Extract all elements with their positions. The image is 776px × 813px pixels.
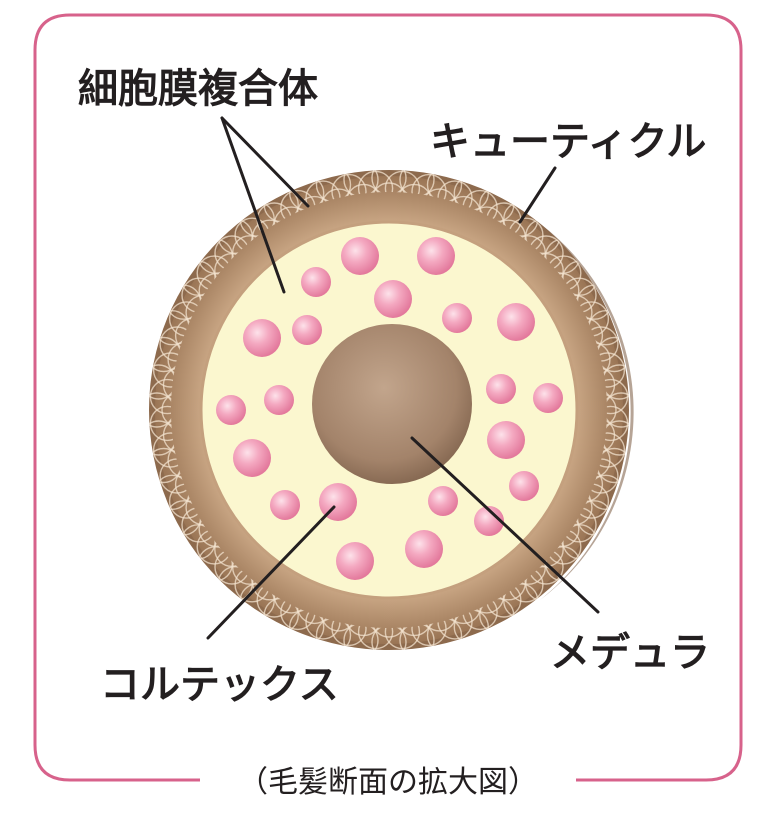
cortex-granule	[374, 280, 412, 318]
cortex-granule	[216, 395, 246, 425]
leader-cortex	[206, 505, 336, 640]
cortex-granules	[216, 237, 563, 580]
label-medulla: メデュラ	[550, 630, 710, 676]
leader-cell-membrane-b	[220, 116, 286, 294]
cortex-granule	[270, 490, 300, 520]
frame-border	[33, 13, 743, 782]
cortex-granule	[341, 237, 379, 275]
label-cell-membrane-complex: 細胞膜複合体	[78, 66, 318, 112]
label-cuticle: キューティクル	[430, 119, 706, 165]
cortex-granule	[533, 383, 563, 413]
cortex-inner-edge	[199, 220, 579, 600]
leader-medulla	[410, 436, 600, 614]
cortex-granule	[428, 486, 458, 516]
cortex-granule	[497, 303, 535, 341]
cortex-granule	[442, 303, 472, 333]
cortex-granule	[405, 530, 443, 568]
medulla	[312, 324, 472, 484]
label-cortex: コルテックス	[100, 662, 339, 708]
cortex-granule	[417, 237, 455, 275]
cortex-granule	[336, 542, 374, 580]
cortex-granule	[509, 471, 539, 501]
leader-lines	[206, 116, 600, 640]
cortex-granule	[301, 267, 331, 297]
leader-cuticle	[518, 166, 557, 224]
cortex-granule	[233, 439, 271, 477]
cortex-granule	[487, 421, 525, 459]
cortex-granule	[264, 385, 294, 415]
leader-cell-membrane-a	[220, 116, 310, 208]
cortex-granule	[474, 506, 504, 536]
cortex-granule	[243, 319, 281, 357]
cortex-granule	[486, 374, 516, 404]
cortex-granule	[292, 315, 322, 345]
caption: （毛髪断面の拡大図）	[238, 765, 538, 800]
